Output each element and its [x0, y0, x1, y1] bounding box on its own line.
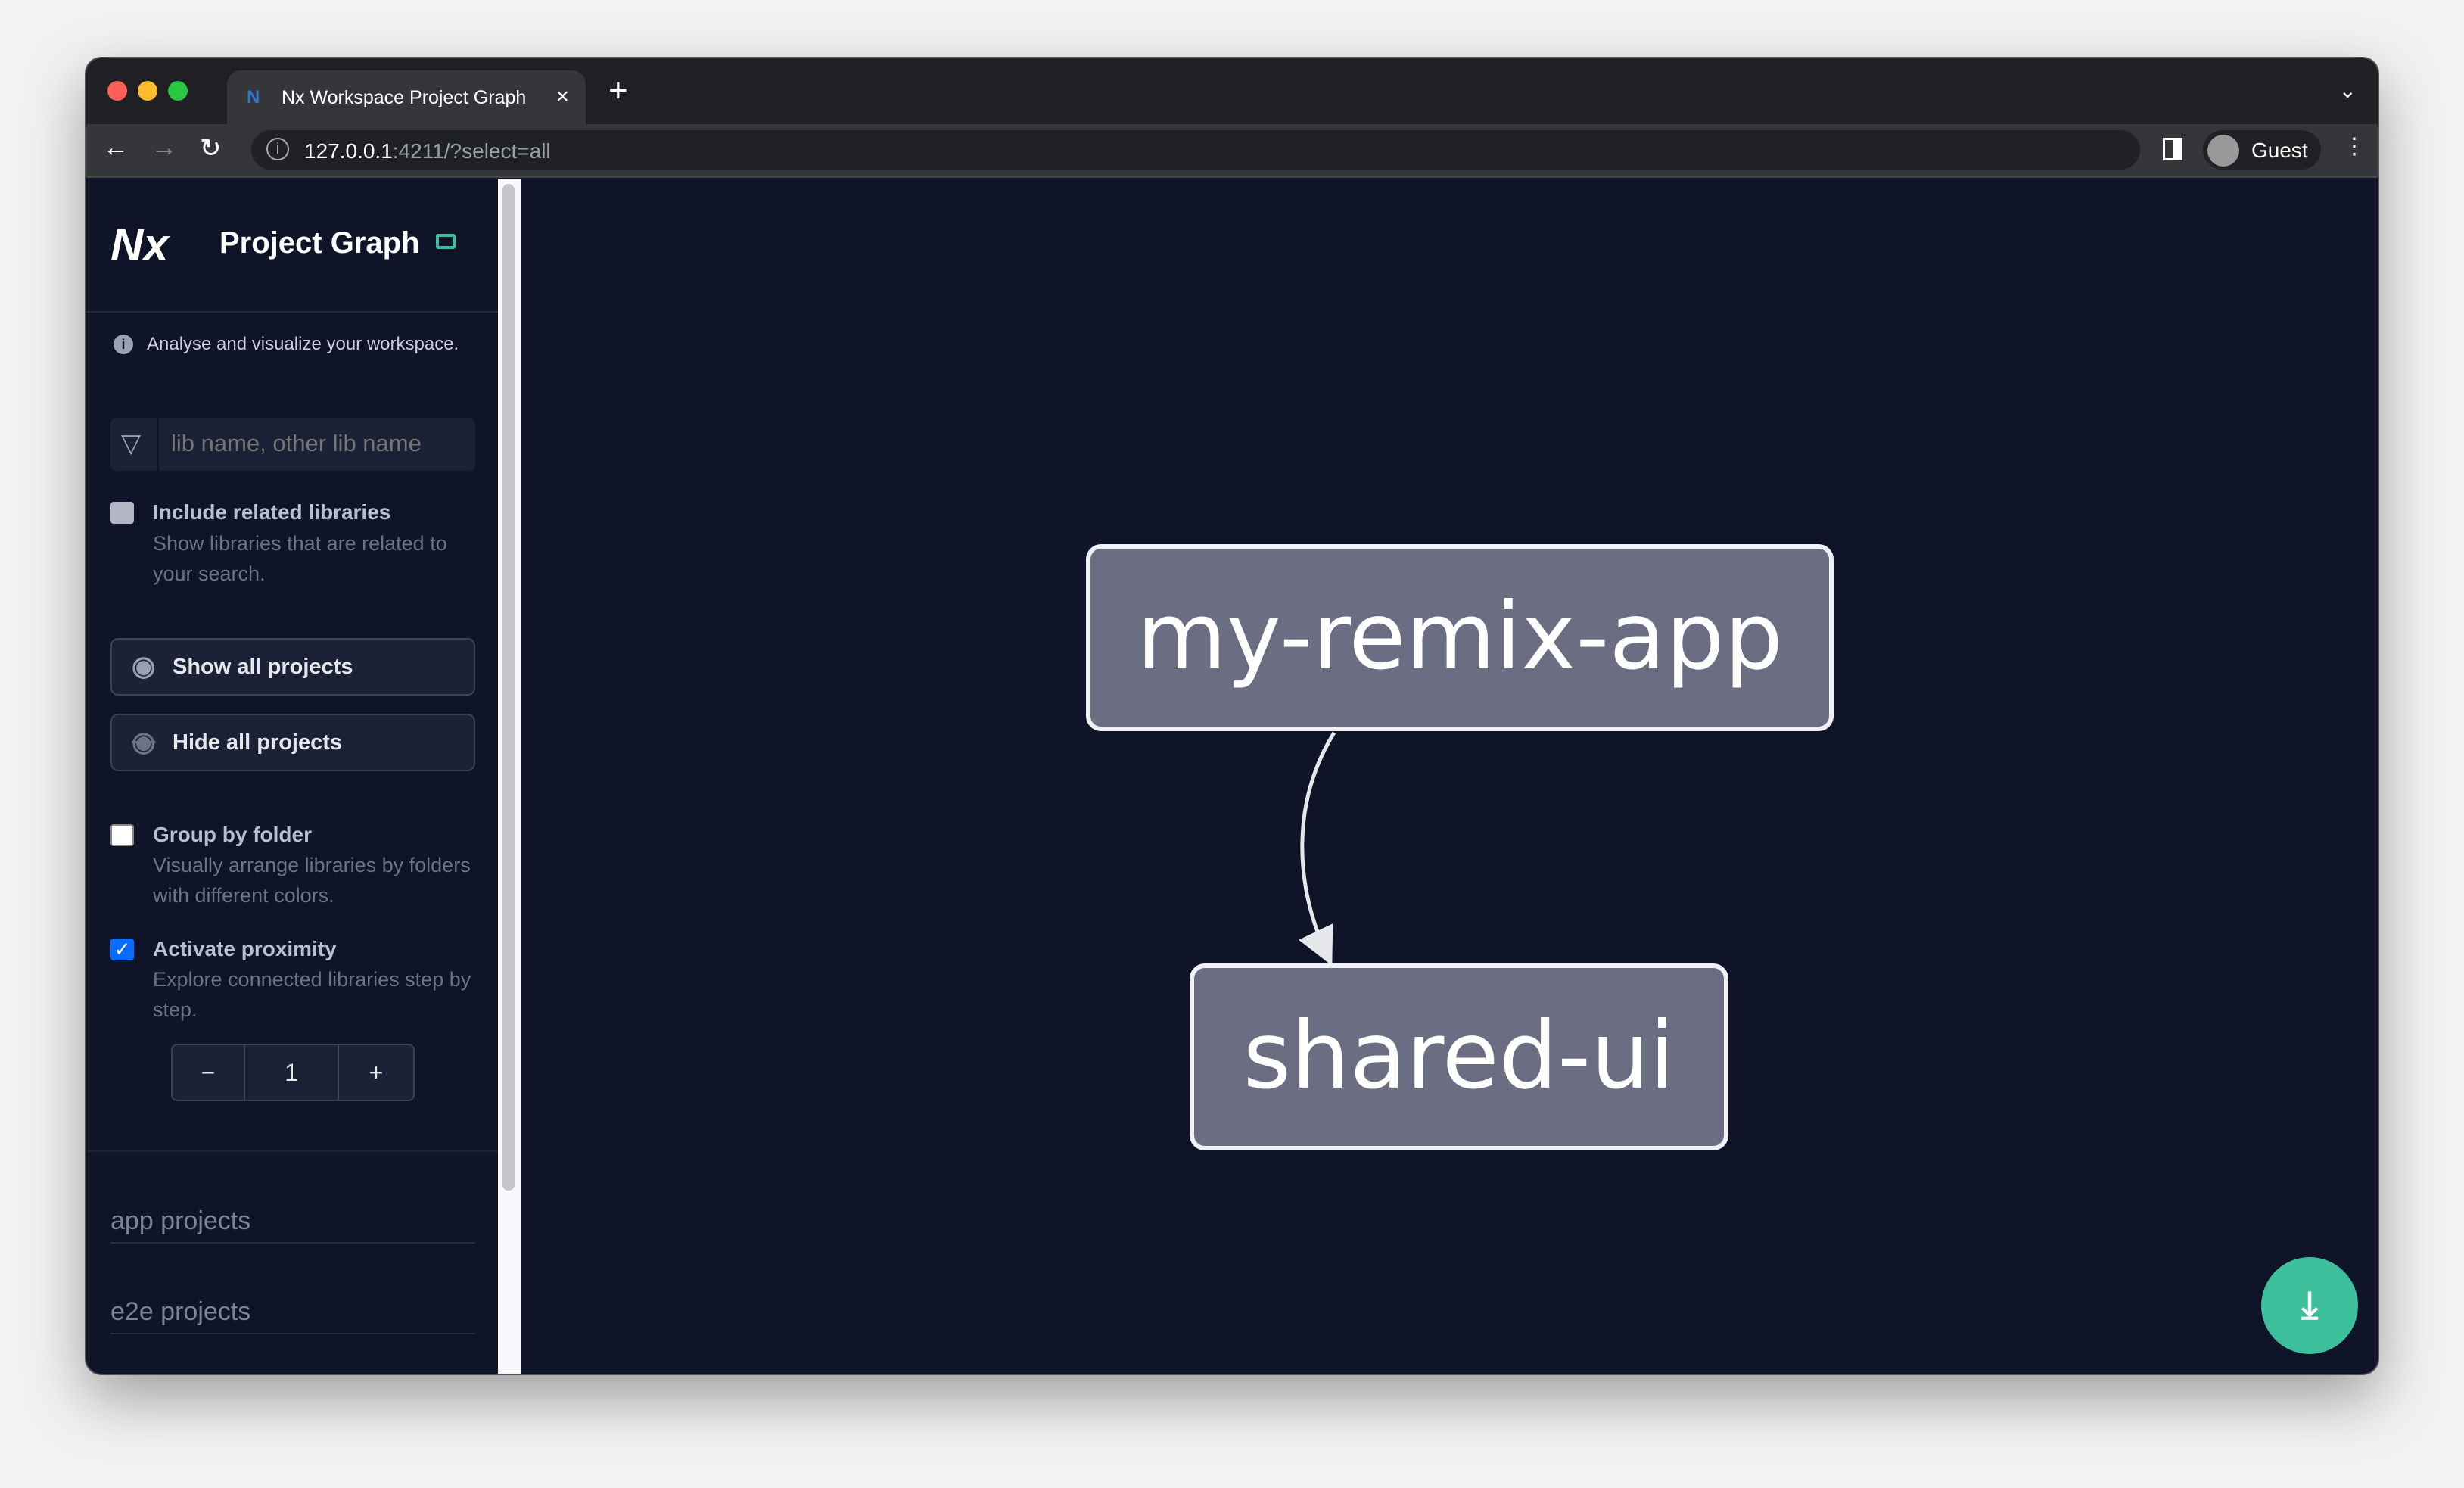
profile-button[interactable]: Guest	[2203, 130, 2321, 170]
side-panel-icon[interactable]	[2163, 138, 2182, 160]
edge-my-remix-app-shared-ui	[1299, 731, 1336, 967]
section-e2e-projects[interactable]: e2e projects	[110, 1297, 475, 1334]
activate-proximity-desc: Explore connected libraries step by step…	[153, 968, 471, 1021]
graph-canvas[interactable]: my-remix-app shared-ui	[521, 179, 2378, 1374]
tab-title: Nx Workspace Project Graph	[282, 87, 527, 108]
url-input[interactable]: i 127.0.0.1:4211/?select=all	[251, 130, 2140, 170]
proximity-stepper: − 1 +	[171, 1044, 415, 1101]
page-title: Project Graph	[219, 226, 420, 260]
profile-name: Guest	[2251, 139, 2308, 162]
hide-all-projects-button[interactable]: ◉ Hide all projects	[110, 714, 475, 771]
button-label: Show all projects	[173, 655, 353, 679]
activate-proximity-label: Activate proximity	[153, 937, 337, 960]
stepper-value[interactable]: 1	[245, 1045, 339, 1100]
url-host: 127.0.0.1	[304, 139, 393, 163]
divider	[86, 1150, 498, 1152]
url-path: :4211/?select=all	[392, 139, 551, 163]
increment-button[interactable]: +	[369, 1059, 384, 1086]
group-by-folder-label: Group by folder	[153, 823, 312, 846]
download-icon: ⤓	[2301, 1284, 2319, 1326]
include-related-label: Include related libraries	[153, 500, 391, 524]
show-all-projects-button[interactable]: ◉ Show all projects	[110, 638, 475, 696]
download-button[interactable]: ⤓	[2261, 1257, 2358, 1354]
decrement-button[interactable]: −	[173, 1045, 245, 1100]
info-text: Analyse and visualize your workspace.	[147, 334, 459, 354]
avatar-icon	[2207, 135, 2239, 167]
eye-icon: ◉	[132, 650, 156, 681]
address-bar: ← → ↻ i 127.0.0.1:4211/?select=all Guest…	[86, 124, 2378, 178]
nx-favicon-icon: N	[247, 87, 260, 107]
close-window-button[interactable]	[107, 81, 127, 101]
search-input[interactable]	[171, 430, 466, 457]
minimize-window-button[interactable]	[138, 81, 157, 101]
node-shared-ui[interactable]: shared-ui	[1190, 963, 1728, 1150]
browser-tab[interactable]: N Nx Workspace Project Graph ×	[227, 70, 586, 124]
search-field[interactable]: ▽	[110, 418, 475, 471]
maximize-window-button[interactable]	[168, 81, 188, 101]
activate-proximity-checkbox[interactable]: ✓	[110, 939, 134, 960]
forward-icon[interactable]: →	[151, 133, 177, 162]
tab-bar: N Nx Workspace Project Graph × + ⌄	[86, 58, 2378, 124]
section-app-projects[interactable]: app projects	[110, 1206, 475, 1244]
group-by-folder-checkbox[interactable]	[110, 824, 134, 846]
info-icon: i	[114, 335, 133, 354]
scrollbar-thumb[interactable]	[502, 184, 515, 1191]
eye-slash-icon: ◉	[132, 726, 156, 757]
graph-edges	[1299, 731, 1336, 967]
browser-window: N Nx Workspace Project Graph × + ⌄ ← → ↻…	[85, 57, 2379, 1375]
new-tab-button[interactable]: +	[608, 72, 628, 109]
group-by-folder-desc: Visually arrange libraries by folders wi…	[153, 854, 471, 907]
button-label: Hide all projects	[173, 730, 343, 755]
include-related-desc: Show libraries that are related to your …	[153, 532, 447, 585]
sidebar: Nx Project Graph i Analyse and visualize…	[86, 179, 498, 1374]
nx-logo: Nx	[110, 219, 169, 270]
reload-icon[interactable]: ↻	[200, 134, 222, 163]
divider	[86, 311, 498, 313]
include-related-checkbox[interactable]	[110, 502, 134, 524]
close-tab-icon[interactable]: ×	[555, 84, 569, 109]
info-icon[interactable]: i	[266, 138, 289, 160]
menu-icon[interactable]: ⋮	[2343, 134, 2366, 159]
back-icon[interactable]: ←	[103, 133, 129, 162]
tab-search-chevron-icon[interactable]: ⌄	[2338, 79, 2357, 102]
sidebar-scrollbar[interactable]	[498, 179, 521, 1374]
monitor-icon[interactable]	[436, 234, 456, 249]
filter-icon: ▽	[121, 429, 142, 458]
node-my-remix-app[interactable]: my-remix-app	[1086, 544, 1834, 731]
